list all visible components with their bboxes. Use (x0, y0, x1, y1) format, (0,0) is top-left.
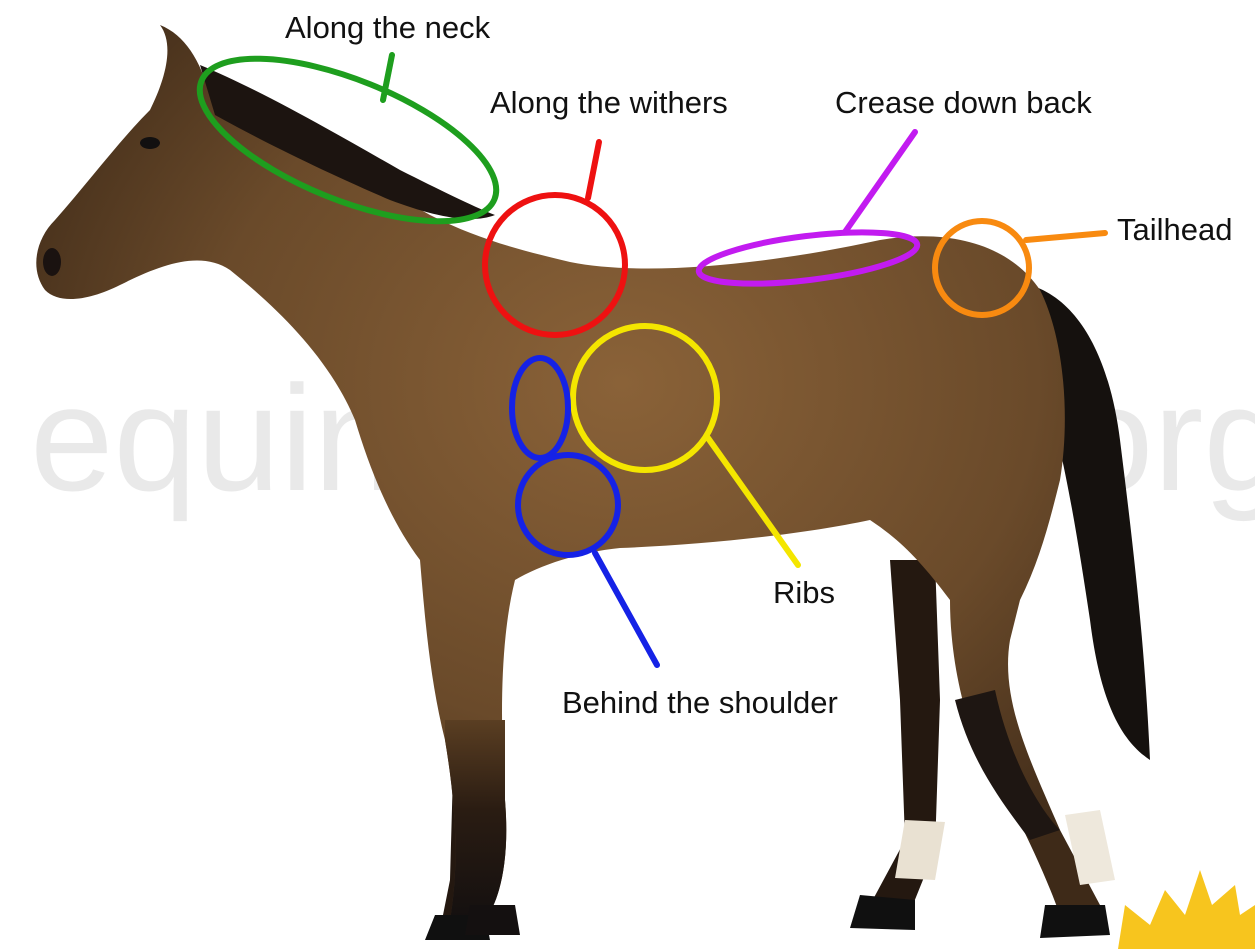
tailhead-leader (1026, 233, 1105, 240)
ribs-label: Ribs (773, 575, 835, 610)
shoulder-leader (595, 553, 657, 665)
back-leader (845, 132, 915, 232)
neck-label: Along the neck (285, 10, 491, 45)
back-label: Crease down back (835, 85, 1092, 120)
withers-leader (588, 142, 599, 198)
withers-label: Along the withers (490, 85, 728, 120)
shoulder-label: Behind the shoulder (562, 685, 838, 720)
tailhead-label: Tailhead (1117, 212, 1232, 247)
star-burst-icon (1118, 870, 1255, 949)
